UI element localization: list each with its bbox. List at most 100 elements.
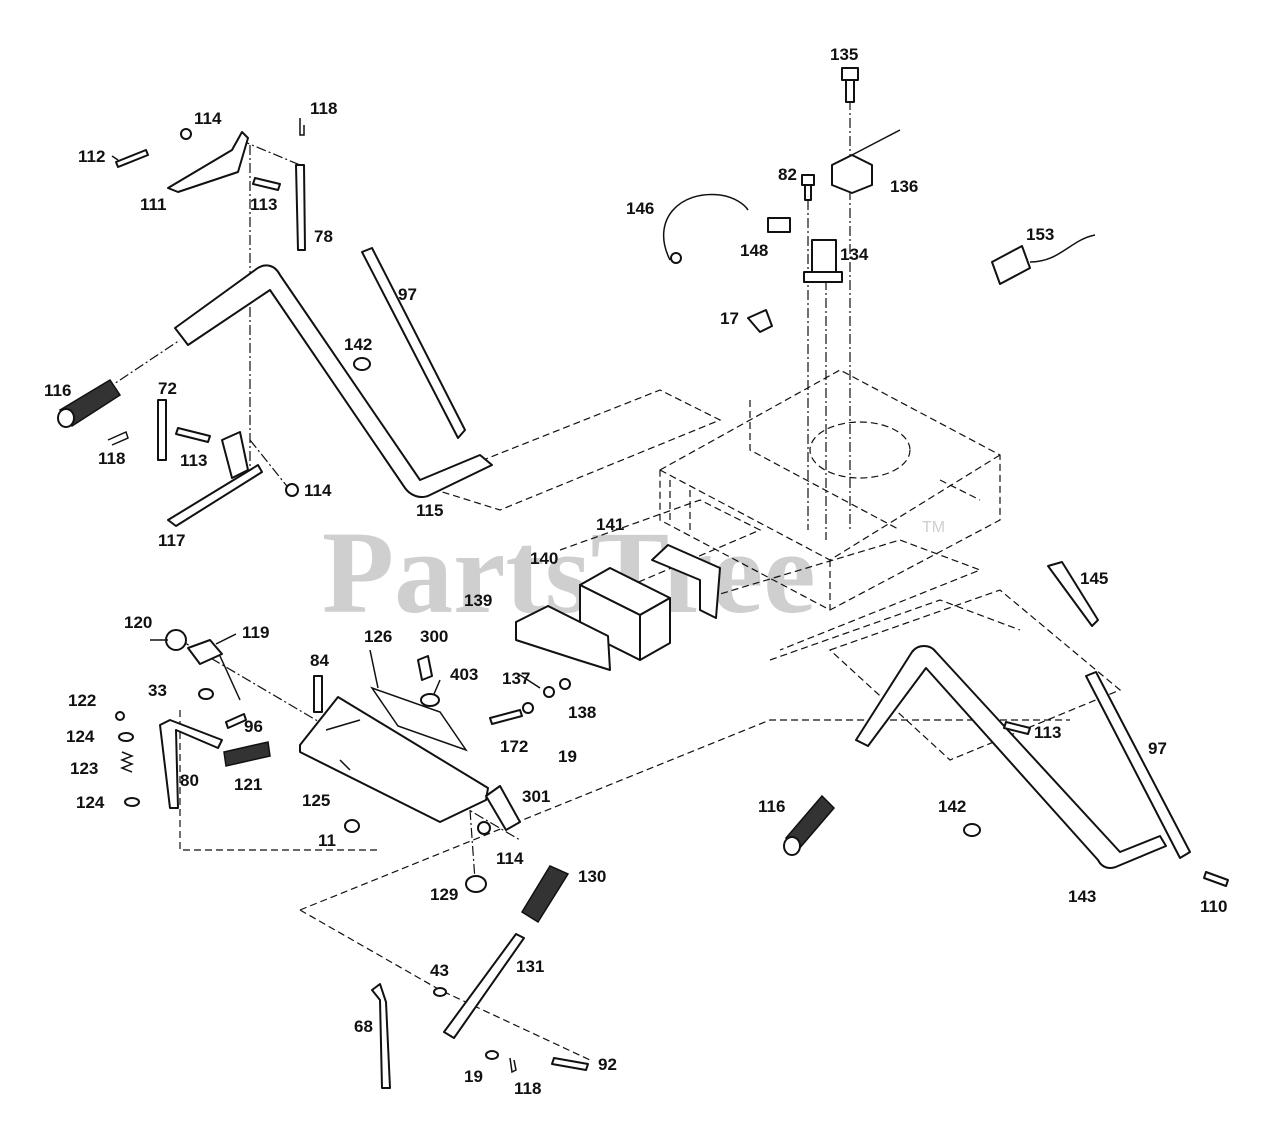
part-153-charger	[991, 234, 1096, 285]
part-114-nut-top	[180, 128, 192, 140]
watermark-trademark: TM	[922, 519, 945, 536]
label-142-left: 142	[344, 335, 372, 354]
label-114-mid: 114	[304, 481, 332, 500]
part-113-bolt-mid	[175, 427, 211, 443]
part-146-terminal	[670, 252, 682, 264]
part-11-nut	[344, 819, 360, 833]
label-121: 121	[234, 775, 262, 794]
label-110: 110	[1200, 897, 1227, 916]
label-116-right: 116	[758, 797, 785, 816]
label-148: 148	[740, 241, 768, 260]
part-140-battery	[579, 567, 671, 661]
part-145-switch	[1047, 561, 1099, 627]
part-112-pin	[115, 149, 149, 168]
part-33-nut	[198, 688, 214, 700]
label-72: 72	[158, 379, 177, 398]
label-97-right: 97	[1148, 739, 1167, 758]
part-121-grip	[223, 741, 271, 767]
label-131: 131	[516, 957, 544, 976]
label-301: 301	[522, 787, 550, 806]
label-145: 145	[1080, 569, 1108, 588]
part-130-grip	[520, 865, 570, 924]
label-153: 153	[1026, 225, 1054, 244]
label-114-top: 114	[194, 109, 222, 128]
label-113-right: 113	[1034, 723, 1061, 742]
label-113-mid: 113	[180, 451, 207, 470]
part-number-labels: 135 118 114 112 111 113 78 82 136 146 14…	[44, 45, 1227, 1098]
part-92-bolt	[551, 1057, 589, 1071]
label-78: 78	[314, 227, 333, 246]
part-113-bolt-top	[252, 177, 281, 191]
part-72-bracket	[157, 399, 167, 461]
part-300-clip	[417, 655, 433, 681]
label-92: 92	[598, 1055, 617, 1074]
part-78-rod	[295, 164, 306, 251]
part-125-slot	[325, 719, 361, 771]
part-139-tray	[515, 605, 611, 671]
part-80-rod	[159, 719, 223, 809]
part-137-washer	[543, 686, 555, 698]
part-125-panel	[299, 696, 489, 823]
label-138: 138	[568, 703, 596, 722]
part-131-lever	[443, 933, 525, 1039]
part-403-grommet	[420, 693, 440, 707]
part-129-bumper	[465, 875, 487, 893]
label-300: 300	[420, 627, 448, 646]
label-124-top: 124	[66, 727, 95, 746]
part-119-rod	[219, 655, 241, 701]
label-118-low: 118	[514, 1079, 541, 1098]
part-126-label	[370, 686, 468, 752]
label-96: 96	[244, 717, 263, 736]
label-43: 43	[430, 961, 449, 980]
label-82: 82	[778, 165, 797, 184]
part-122-nut	[115, 711, 125, 721]
part-114-nut-low	[477, 821, 491, 835]
label-137: 137	[502, 669, 530, 688]
part-143-handle-right	[855, 645, 1167, 869]
part-43-washer	[433, 987, 447, 997]
label-172: 172	[500, 737, 528, 756]
part-301-bracket	[485, 785, 521, 831]
label-142-right: 142	[938, 797, 966, 816]
part-19-washer-b	[485, 1050, 499, 1060]
label-139: 139	[464, 591, 492, 610]
label-97-left: 97	[398, 285, 417, 304]
label-80: 80	[180, 771, 199, 790]
label-116-left: 116	[44, 381, 71, 400]
part-136-block	[831, 129, 901, 194]
label-17: 17	[720, 309, 739, 328]
label-129: 129	[430, 885, 458, 904]
part-82-bolt	[801, 174, 815, 201]
label-134: 134	[840, 245, 869, 264]
label-143: 143	[1068, 887, 1096, 906]
part-124-washer-top	[118, 732, 134, 742]
label-130: 130	[578, 867, 606, 886]
part-96-pin	[225, 713, 247, 729]
label-125: 125	[302, 791, 330, 810]
label-122: 122	[68, 691, 96, 710]
part-118-hairpin-mid	[107, 430, 129, 446]
leader-lines	[111, 155, 541, 695]
part-118-hairpin-low	[509, 1057, 517, 1074]
label-126: 126	[364, 627, 392, 646]
label-403: 403	[450, 665, 478, 684]
part-120-knob	[165, 629, 187, 651]
label-33: 33	[148, 681, 167, 700]
label-68: 68	[354, 1017, 373, 1036]
part-146-cable	[663, 193, 749, 261]
part-19-washer-a	[522, 702, 534, 714]
label-146: 146	[626, 199, 654, 218]
part-172-bolt	[489, 709, 523, 725]
part-110-bolt	[1203, 871, 1229, 887]
label-112: 112	[78, 147, 105, 166]
label-117: 117	[158, 531, 185, 550]
part-113-bolt-right	[1003, 721, 1031, 735]
part-116-grip-left	[57, 378, 122, 428]
label-141: 141	[596, 515, 624, 534]
part-148	[767, 217, 791, 233]
label-119: 119	[242, 623, 269, 642]
label-118-top: 118	[310, 99, 337, 118]
part-115-handle-left	[174, 264, 493, 498]
